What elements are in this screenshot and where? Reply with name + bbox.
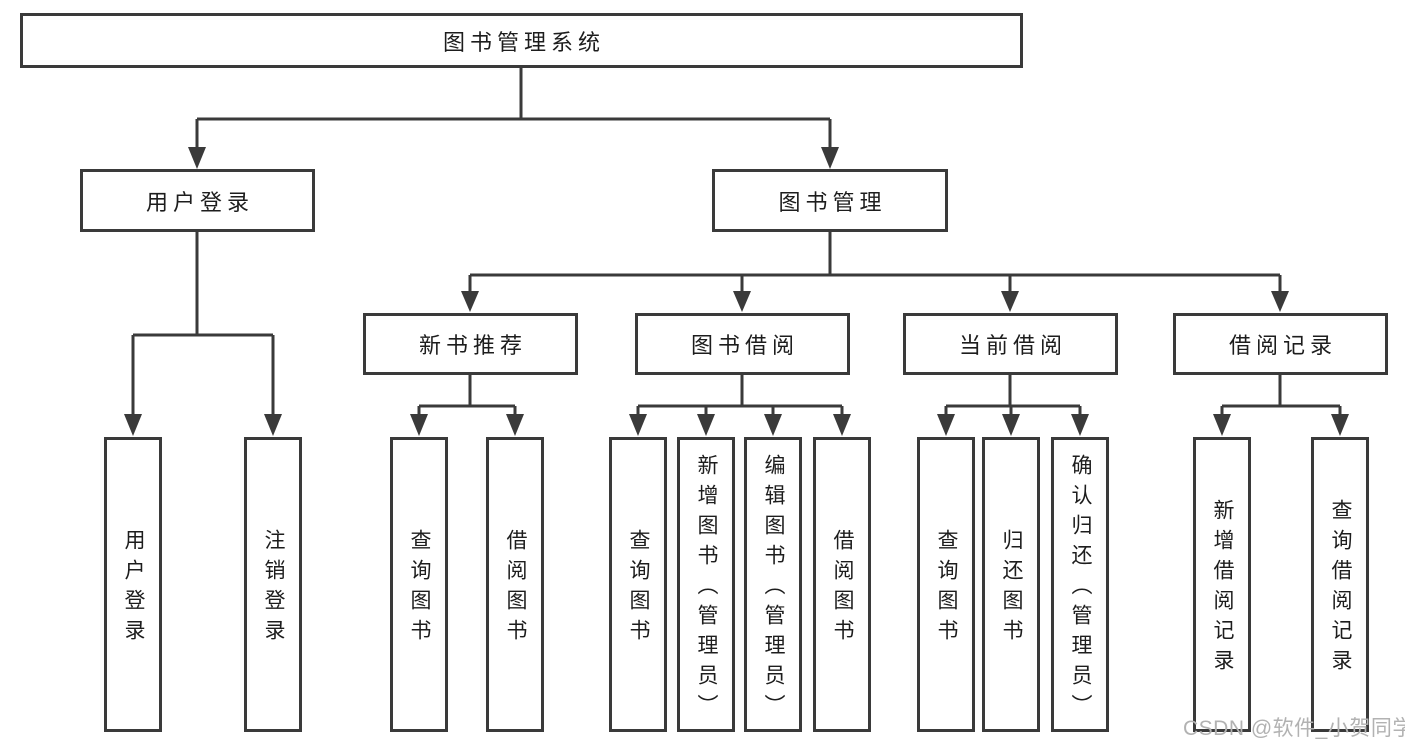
node-book-borrow: 图书借阅 xyxy=(635,313,850,375)
leaf-query-books-current-label: 查询图书 xyxy=(935,529,959,649)
arrowhead-icon xyxy=(264,414,282,436)
arrowhead-icon xyxy=(821,147,839,169)
edge-new-book-to-leaves xyxy=(417,375,517,416)
leaf-borrow-books-recommend: 借阅图书 xyxy=(486,437,544,732)
leaf-user-login-label: 用户登录 xyxy=(122,529,146,649)
node-user-login: 用户登录 xyxy=(80,169,315,232)
leaf-user-login: 用户登录 xyxy=(104,437,162,732)
arrowhead-icon xyxy=(733,291,751,312)
leaf-add-books-admin-label: 新增图书（管理员） xyxy=(695,454,719,724)
arrowhead-icon xyxy=(1071,414,1089,436)
node-current-borrow: 当前借阅 xyxy=(903,313,1118,375)
leaf-query-books-borrow-label: 查询图书 xyxy=(627,529,651,649)
edge-current-borrow-to-leaves xyxy=(944,375,1082,416)
edge-borrow-record-to-leaves xyxy=(1220,375,1342,416)
arrowhead-icon xyxy=(1331,414,1349,436)
leaf-add-borrow-record-label: 新增借阅记录 xyxy=(1211,499,1235,679)
leaf-edit-books-admin-label: 编辑图书（管理员） xyxy=(762,454,786,724)
arrowhead-icon xyxy=(937,414,955,436)
arrowheads xyxy=(124,147,1349,436)
arrowhead-icon xyxy=(188,147,206,169)
arrowhead-icon xyxy=(1271,291,1289,312)
leaf-query-borrow-record: 查询借阅记录 xyxy=(1311,437,1369,732)
node-root: 图书管理系统 xyxy=(20,13,1023,68)
leaf-add-borrow-record: 新增借阅记录 xyxy=(1193,437,1251,732)
leaf-query-books-recommend: 查询图书 xyxy=(390,437,448,732)
leaf-confirm-return-admin-label: 确认归还（管理员） xyxy=(1069,454,1093,724)
arrowhead-icon xyxy=(461,291,479,312)
leaf-query-books-recommend-label: 查询图书 xyxy=(408,529,432,649)
node-root-label: 图书管理系统 xyxy=(442,29,605,55)
arrowhead-icon xyxy=(1213,414,1231,436)
node-current-borrow-label: 当前借阅 xyxy=(958,333,1067,358)
node-borrow-records-label: 借阅记录 xyxy=(1228,333,1337,358)
leaf-logout-label: 注销登录 xyxy=(262,529,286,649)
edge-book-borrow-to-leaves xyxy=(636,375,844,416)
leaf-logout: 注销登录 xyxy=(244,437,302,732)
leaf-edit-books-admin: 编辑图书（管理员） xyxy=(744,437,802,732)
leaf-borrow-books-recommend-label: 借阅图书 xyxy=(504,529,528,649)
arrowhead-icon xyxy=(506,414,524,436)
leaf-query-borrow-record-label: 查询借阅记录 xyxy=(1329,499,1353,679)
node-book-management-label: 图书管理 xyxy=(778,189,887,215)
leaf-return-books: 归还图书 xyxy=(982,437,1040,732)
arrowhead-icon xyxy=(764,414,782,436)
edge-root-to-level2 xyxy=(195,68,832,148)
leaf-return-books-label: 归还图书 xyxy=(1000,529,1024,649)
arrowhead-icon xyxy=(410,414,428,436)
node-new-book-recommend-label: 新书推荐 xyxy=(418,333,527,358)
leaf-confirm-return-admin: 确认归还（管理员） xyxy=(1051,437,1109,732)
leaf-query-books-borrow: 查询图书 xyxy=(609,437,667,732)
arrowhead-icon xyxy=(629,414,647,436)
leaf-borrow-books: 借阅图书 xyxy=(813,437,871,732)
leaf-borrow-books-label: 借阅图书 xyxy=(831,529,855,649)
arrowhead-icon xyxy=(833,414,851,436)
edge-book-mgmt-to-level3 xyxy=(468,232,1282,292)
edge-user-login-to-leaves xyxy=(131,232,275,415)
arrowhead-icon xyxy=(1002,414,1020,436)
node-book-management: 图书管理 xyxy=(712,169,948,232)
node-new-book-recommend: 新书推荐 xyxy=(363,313,578,375)
leaf-query-books-current: 查询图书 xyxy=(917,437,975,732)
arrowhead-icon xyxy=(697,414,715,436)
watermark: CSDN @软件_小贺同学 xyxy=(1183,717,1405,740)
node-user-login-label: 用户登录 xyxy=(145,189,254,215)
arrowhead-icon xyxy=(1001,291,1019,312)
leaf-add-books-admin: 新增图书（管理员） xyxy=(677,437,735,732)
node-book-borrow-label: 图书借阅 xyxy=(690,333,799,358)
arrowhead-icon xyxy=(124,414,142,436)
node-borrow-records: 借阅记录 xyxy=(1173,313,1388,375)
